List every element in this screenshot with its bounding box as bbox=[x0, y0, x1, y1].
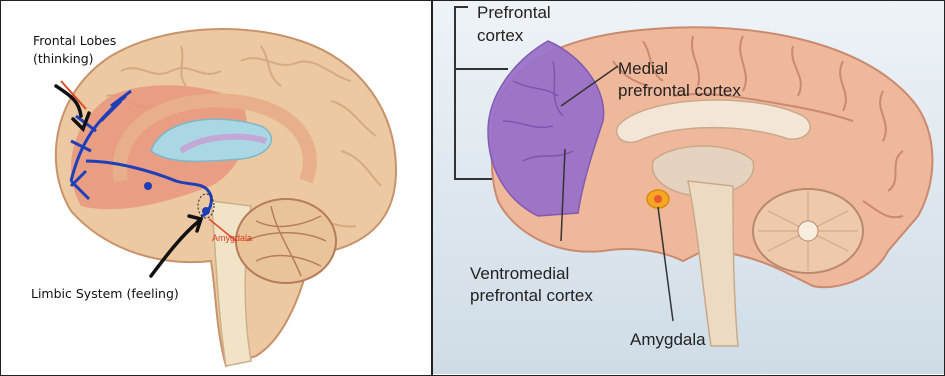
frontal-thinking-label: (thinking) bbox=[33, 51, 94, 66]
left-brain-diagram: Frontal Lobes (thinking) Limbic System (… bbox=[1, 1, 431, 374]
right-brain-diagram: Prefrontal cortex Medial prefrontal cort… bbox=[433, 1, 944, 374]
medial-prefrontal-label: prefrontal cortex bbox=[618, 81, 741, 100]
ventromedial-label: Ventromedial bbox=[470, 264, 569, 283]
left-blue-node-2 bbox=[202, 207, 210, 215]
ventromedial-prefrontal-label: prefrontal cortex bbox=[470, 286, 593, 305]
left-amygdala-label: Amygdala bbox=[212, 233, 252, 243]
right-brain-panel: Prefrontal cortex Medial prefrontal cort… bbox=[433, 1, 944, 374]
amygdala-label: Amygdala bbox=[630, 330, 706, 349]
cortex-label: cortex bbox=[477, 26, 524, 45]
left-blue-node-1 bbox=[144, 182, 152, 190]
left-brain-panel: Frontal Lobes (thinking) Limbic System (… bbox=[1, 1, 431, 374]
right-amygdala-core bbox=[654, 195, 662, 203]
limbic-system-label: Limbic System (feeling) bbox=[31, 286, 179, 301]
prefrontal-label: Prefrontal bbox=[477, 3, 551, 22]
right-brainstem bbox=[688, 181, 738, 346]
right-cerebellum bbox=[753, 189, 863, 273]
medial-label: Medial bbox=[618, 59, 668, 78]
frontal-lobes-label: Frontal Lobes bbox=[33, 33, 116, 48]
